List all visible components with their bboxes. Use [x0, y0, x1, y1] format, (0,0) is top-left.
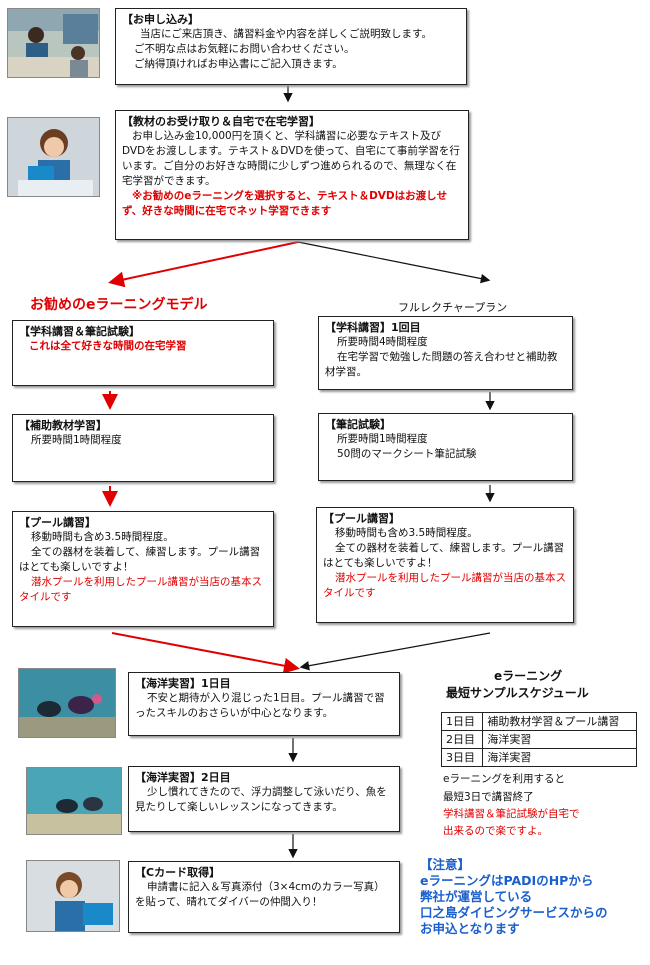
el-pool-line-2: 全ての器材を装着して、練習します。プール講習はとても楽しいですよ！: [19, 546, 261, 573]
materials-highlight: ※お勧めのeラーニングを選択すると、テキスト＆DVDはお渡しせず、好きな時間に在…: [122, 190, 448, 217]
notice-block: 【注意】 eラーニングはPADIのHPから 弊社が運営している 口之島ダイビング…: [420, 857, 608, 937]
el-academic-note: これは全て好きな時間の在宅学習: [29, 340, 187, 352]
schedule-day: 3日目: [440, 748, 484, 767]
el-academic-title: 【学科講習＆筆記試験】: [19, 325, 140, 338]
ocean2-body: 少し慣れてきたので、浮力調整して泳いだり、魚を見たりして楽しいレッスンになってき…: [135, 786, 387, 813]
el-aux-title: 【補助教材学習】: [19, 419, 107, 432]
schedule-row: 3日目 海洋実習: [440, 748, 637, 767]
arrow-el-to-ocean: [111, 632, 300, 674]
apply-line-2: ご不明な点はお気軽にお問い合わせください。: [134, 43, 355, 55]
fl-pool-line-2: 全ての器材を装着して、練習します。プール講習はとても楽しいですよ！: [323, 542, 565, 569]
fl-academic-title: 【学科講習】1回目: [325, 321, 421, 334]
notice-line-1: eラーニングはPADIのHPから: [420, 873, 594, 888]
fl-pool-line-1: 移動時間も含め3.5時間程度。: [335, 527, 478, 539]
schedule-red-2: 出来るので楽ですよ。: [443, 825, 548, 837]
fl-academic-box: 【学科講習】1回目 所要時間4時間程度 在宅学習で勉強した問題の答え合わせと補助…: [318, 316, 573, 390]
apply-title: 【お申し込み】: [122, 13, 199, 26]
fl-pool-box: 【プール講習】 移動時間も含め3.5時間程度。 全ての器材を装着して、練習します…: [316, 507, 574, 623]
schedule-after-2: 最短3日で講習終了: [443, 791, 534, 803]
schedule-title-2: 最短サンプルスケジュール: [446, 686, 589, 700]
materials-body: お申し込み金10,000円を頂くと、学科講習に必要なテキスト及びDVDをお渡しし…: [122, 130, 460, 187]
materials-title: 【教材のお受け取り＆自宅で在宅学習】: [122, 115, 320, 128]
notice-line-3: 口之島ダイビングサービスからの: [420, 905, 608, 920]
ccard-title: 【Cカード取得】: [135, 866, 221, 879]
schedule-after-1: eラーニングを利用すると: [443, 773, 565, 785]
ocean-dive-photo-1: [18, 668, 116, 738]
schedule-content: 海洋実習: [482, 730, 637, 749]
el-pool-title: 【プール講習】: [19, 516, 96, 529]
notice-line-4: お申込となります: [420, 921, 520, 936]
ccard-box: 【Cカード取得】 申請書に記入＆写真添付（3×4cmのカラー写真）を貼って、晴れ…: [128, 861, 400, 933]
arrow-fl-to-ocean: [299, 632, 491, 671]
fl-academic-line-1: 所要時間4時間程度: [337, 336, 428, 348]
el-pool-line-1: 移動時間も含め3.5時間程度。: [31, 531, 174, 543]
notice-title: 【注意】: [420, 857, 471, 872]
shop-counter-photo: [7, 8, 100, 78]
el-aux-line: 所要時間1時間程度: [31, 434, 122, 446]
apply-line-1: 当店にご来店頂き、講習料金や内容を詳しくご説明致します。: [140, 28, 433, 40]
el-pool-box: 【プール講習】 移動時間も含め3.5時間程度。 全ての器材を装着して、練習します…: [12, 511, 274, 627]
ccard-body: 申請書に記入＆写真添付（3×4cmのカラー写真）を貼って、晴れてダイバーの仲間入…: [135, 881, 385, 908]
fl-written-line-2: 50問のマークシート筆記試験: [337, 448, 477, 460]
fl-written-line-1: 所要時間1時間程度: [337, 433, 428, 445]
el-aux-box: 【補助教材学習】 所要時間1時間程度: [12, 414, 274, 482]
schedule-table: 1日目 補助教材学習＆プール講習 2日目 海洋実習 3日目 海洋実習: [440, 712, 637, 767]
schedule-content: 海洋実習: [482, 748, 637, 767]
ocean2-box: 【海洋実習】2日目 少し慣れてきたので、浮力調整して泳いだり、魚を見たりして楽し…: [128, 766, 400, 832]
fulllecture-heading: フルレクチャープラン: [398, 301, 508, 314]
staff-with-dvd-photo: [7, 117, 100, 197]
ocean2-title: 【海洋実習】2日目: [135, 771, 231, 784]
fl-pool-red: 潜水プールを利用したプール講習が当店の基本スタイルです: [323, 572, 566, 599]
arrow-to-elearning: [108, 241, 299, 288]
fl-academic-line-2: 在宅学習で勉強した問題の答え合わせと補助教材学習。: [325, 351, 558, 378]
schedule-day: 2日目: [440, 730, 484, 749]
ocean1-body: 不安と期待が入り混じった1日目。プール講習で習ったスキルのおさらいが中心となりま…: [135, 692, 385, 719]
apply-line-3: ご納得頂ければお申込書にご記入頂きます。: [134, 58, 343, 70]
elearning-heading: お勧めのeラーニングモデル: [30, 297, 208, 313]
notice-line-2: 弊社が運営している: [420, 889, 533, 904]
fl-pool-title: 【プール講習】: [323, 512, 400, 525]
schedule-title-1: eラーニング: [494, 669, 563, 683]
ccard-staff-photo: [26, 860, 120, 932]
apply-box: 【お申し込み】 当店にご来店頂き、講習料金や内容を詳しくご説明致します。 ご不明…: [115, 8, 467, 85]
fl-written-box: 【筆記試験】 所要時間1時間程度 50問のマークシート筆記試験: [318, 413, 573, 481]
schedule-red-1: 学科講習＆筆記試験が自宅で: [443, 808, 580, 820]
schedule-notes: eラーニングを利用すると 最短3日で講習終了 学科講習＆筆記試験が自宅で 出来る…: [443, 770, 580, 840]
fl-written-title: 【筆記試験】: [325, 418, 391, 431]
ocean-dive-photo-2: [26, 767, 122, 835]
schedule-content: 補助教材学習＆プール講習: [482, 712, 637, 731]
ocean1-title: 【海洋実習】1日目: [135, 677, 231, 690]
schedule-row: 2日目 海洋実習: [440, 730, 637, 749]
arrow-to-fulllecture: [297, 241, 491, 284]
el-academic-box: 【学科講習＆筆記試験】 これは全て好きな時間の在宅学習: [12, 320, 274, 386]
schedule-day: 1日目: [440, 712, 484, 731]
schedule-row: 1日目 補助教材学習＆プール講習: [440, 712, 637, 731]
el-pool-red: 潜水プールを利用したプール講習が当店の基本スタイルです: [19, 576, 262, 603]
ocean1-box: 【海洋実習】1日目 不安と期待が入り混じった1日目。プール講習で習ったスキルのお…: [128, 672, 400, 736]
materials-box: 【教材のお受け取り＆自宅で在宅学習】 お申し込み金10,000円を頂くと、学科講…: [115, 110, 469, 240]
